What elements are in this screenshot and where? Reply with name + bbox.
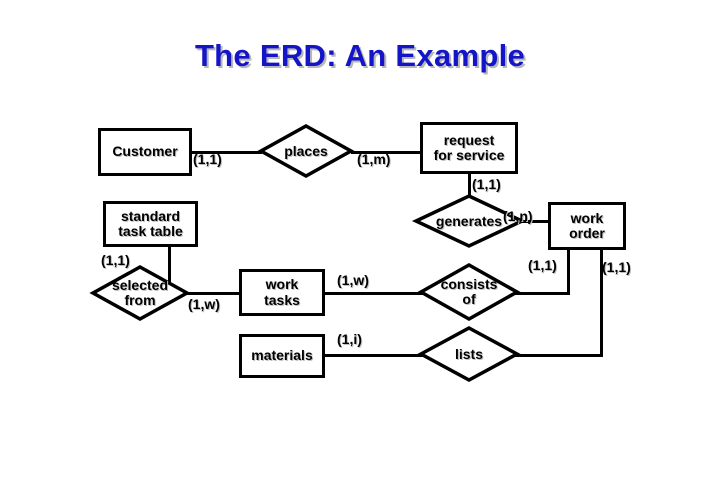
entity-request-for-service[interactable]: request for service (420, 122, 518, 174)
selected-from-diamond-shape (89, 265, 191, 321)
consists-of-diamond-shape (417, 262, 521, 322)
connector-lists-up (600, 248, 603, 357)
relationship-lists[interactable]: lists (417, 326, 521, 382)
connector-worktasks-consistsof (325, 292, 423, 295)
connector-consistsof-right (515, 292, 570, 295)
entity-standard-task-table-label-line1: standard (120, 207, 181, 224)
relationship-places[interactable]: places (257, 123, 355, 179)
cardinality-request-generates: (1,1) (472, 176, 501, 192)
relationship-selected-from[interactable]: selected from (89, 265, 191, 321)
connector-selectedfrom-worktasks (180, 292, 242, 295)
entity-work-tasks-label-line1: work (265, 276, 299, 293)
entity-standard-task-table-label-line2: task table (118, 223, 183, 239)
generates-diamond-shape (411, 194, 527, 248)
entity-work-order-label-line2: order (569, 225, 605, 241)
cardinality-stdtask-selectedfrom: (1,1) (101, 252, 130, 268)
cardinality-workorder-lists: (1,1) (602, 259, 631, 275)
connector-lists-right (515, 354, 603, 357)
lists-diamond-shape (417, 326, 521, 382)
connector-places-request (351, 151, 421, 154)
cardinality-workorder-consistsof: (1,1) (528, 257, 557, 273)
entity-customer-label: Customer (112, 143, 178, 160)
entity-customer[interactable]: Customer (98, 128, 192, 176)
cardinality-customer-places: (1,1) (193, 151, 222, 167)
connector-request-generates (468, 174, 471, 214)
cardinality-worktasks-consistsof: (1,w) (337, 272, 369, 288)
page-title: The ERD: An Example (194, 38, 526, 73)
entity-work-tasks-label-line2: tasks (264, 291, 300, 308)
entity-work-tasks[interactable]: work tasks (239, 269, 325, 316)
relationship-consists-of[interactable]: consists of (417, 262, 521, 322)
entity-request-for-service-label-line1: request (443, 131, 495, 148)
cardinality-selectedfrom-worktasks: (1,w) (188, 296, 220, 312)
cardinality-materials-lists: (1,i) (337, 331, 362, 347)
connector-materials-lists (325, 354, 423, 357)
entity-work-order-label-line1: work (570, 209, 604, 226)
cardinality-places-request: (1,m) (357, 151, 391, 167)
entity-materials[interactable]: materials (239, 334, 325, 378)
cardinality-generates-workorder: (1,n) (503, 208, 533, 224)
entity-request-for-service-label-line2: for service (433, 147, 505, 163)
entity-work-order[interactable]: work order (548, 202, 626, 250)
connector-consistsof-up (567, 248, 570, 295)
places-diamond-shape (257, 123, 355, 179)
connector-customer-places (190, 151, 262, 154)
connector-stdtask-selectedfrom (168, 245, 171, 287)
entity-standard-task-table[interactable]: standard task table (103, 201, 198, 247)
entity-materials-label: materials (251, 347, 313, 364)
